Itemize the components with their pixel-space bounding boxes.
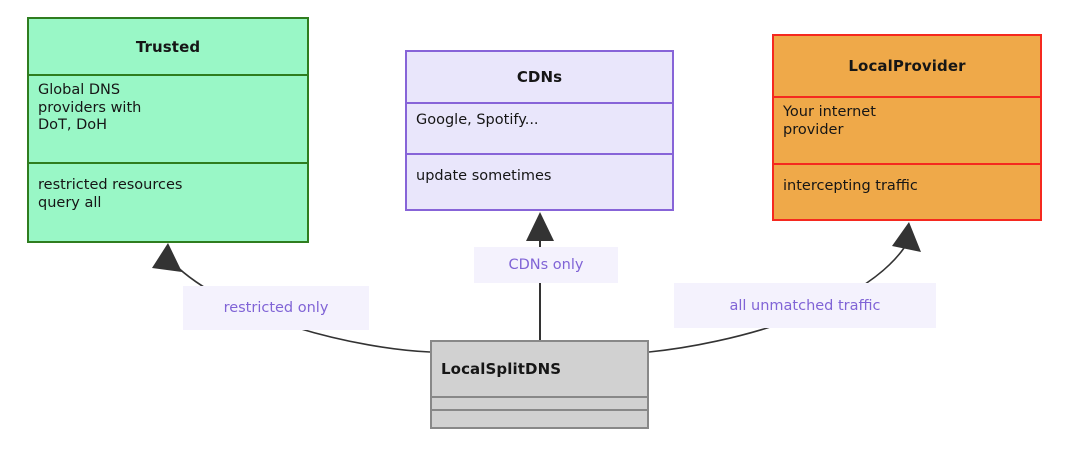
node-cdns-compartment-1: Google, Spotify...: [407, 102, 672, 153]
edge-restricted-arrowhead: [152, 243, 182, 272]
node-trusted-title: Trusted: [135, 37, 201, 56]
edge-unmatched-arrowhead: [892, 222, 921, 252]
node-localsplitdns-compartment-2: [432, 409, 647, 427]
edge-label-cdns-only: CDNs only: [474, 247, 618, 283]
edge-cdns-arrowhead: [526, 212, 554, 241]
edge-label-all-unmatched-traffic: all unmatched traffic: [674, 283, 936, 328]
node-cdns[interactable]: CDNs Google, Spotify... update sometimes: [405, 50, 674, 211]
node-cdns-compartment-2: update sometimes: [407, 153, 672, 209]
node-trusted-compartment-1: Global DNS providers with DoT, DoH: [29, 74, 307, 162]
node-localprovider[interactable]: LocalProvider Your internet provider int…: [772, 34, 1042, 221]
edge-label-restricted-only: restricted only: [183, 286, 369, 330]
node-localsplitdns-title: LocalSplitDNS: [441, 360, 562, 378]
node-trusted[interactable]: Trusted Global DNS providers with DoT, D…: [27, 17, 309, 243]
node-localsplitdns[interactable]: LocalSplitDNS: [430, 340, 649, 429]
node-localprovider-compartment-1: Your internet provider: [774, 96, 1040, 163]
node-localprovider-title: LocalProvider: [848, 57, 966, 75]
node-trusted-compartment-2: restricted resources query all: [29, 162, 307, 241]
node-localsplitdns-compartment-1: [432, 396, 647, 409]
node-localprovider-compartment-2: intercepting traffic: [774, 163, 1040, 219]
node-cdns-title: CDNs: [516, 68, 563, 86]
